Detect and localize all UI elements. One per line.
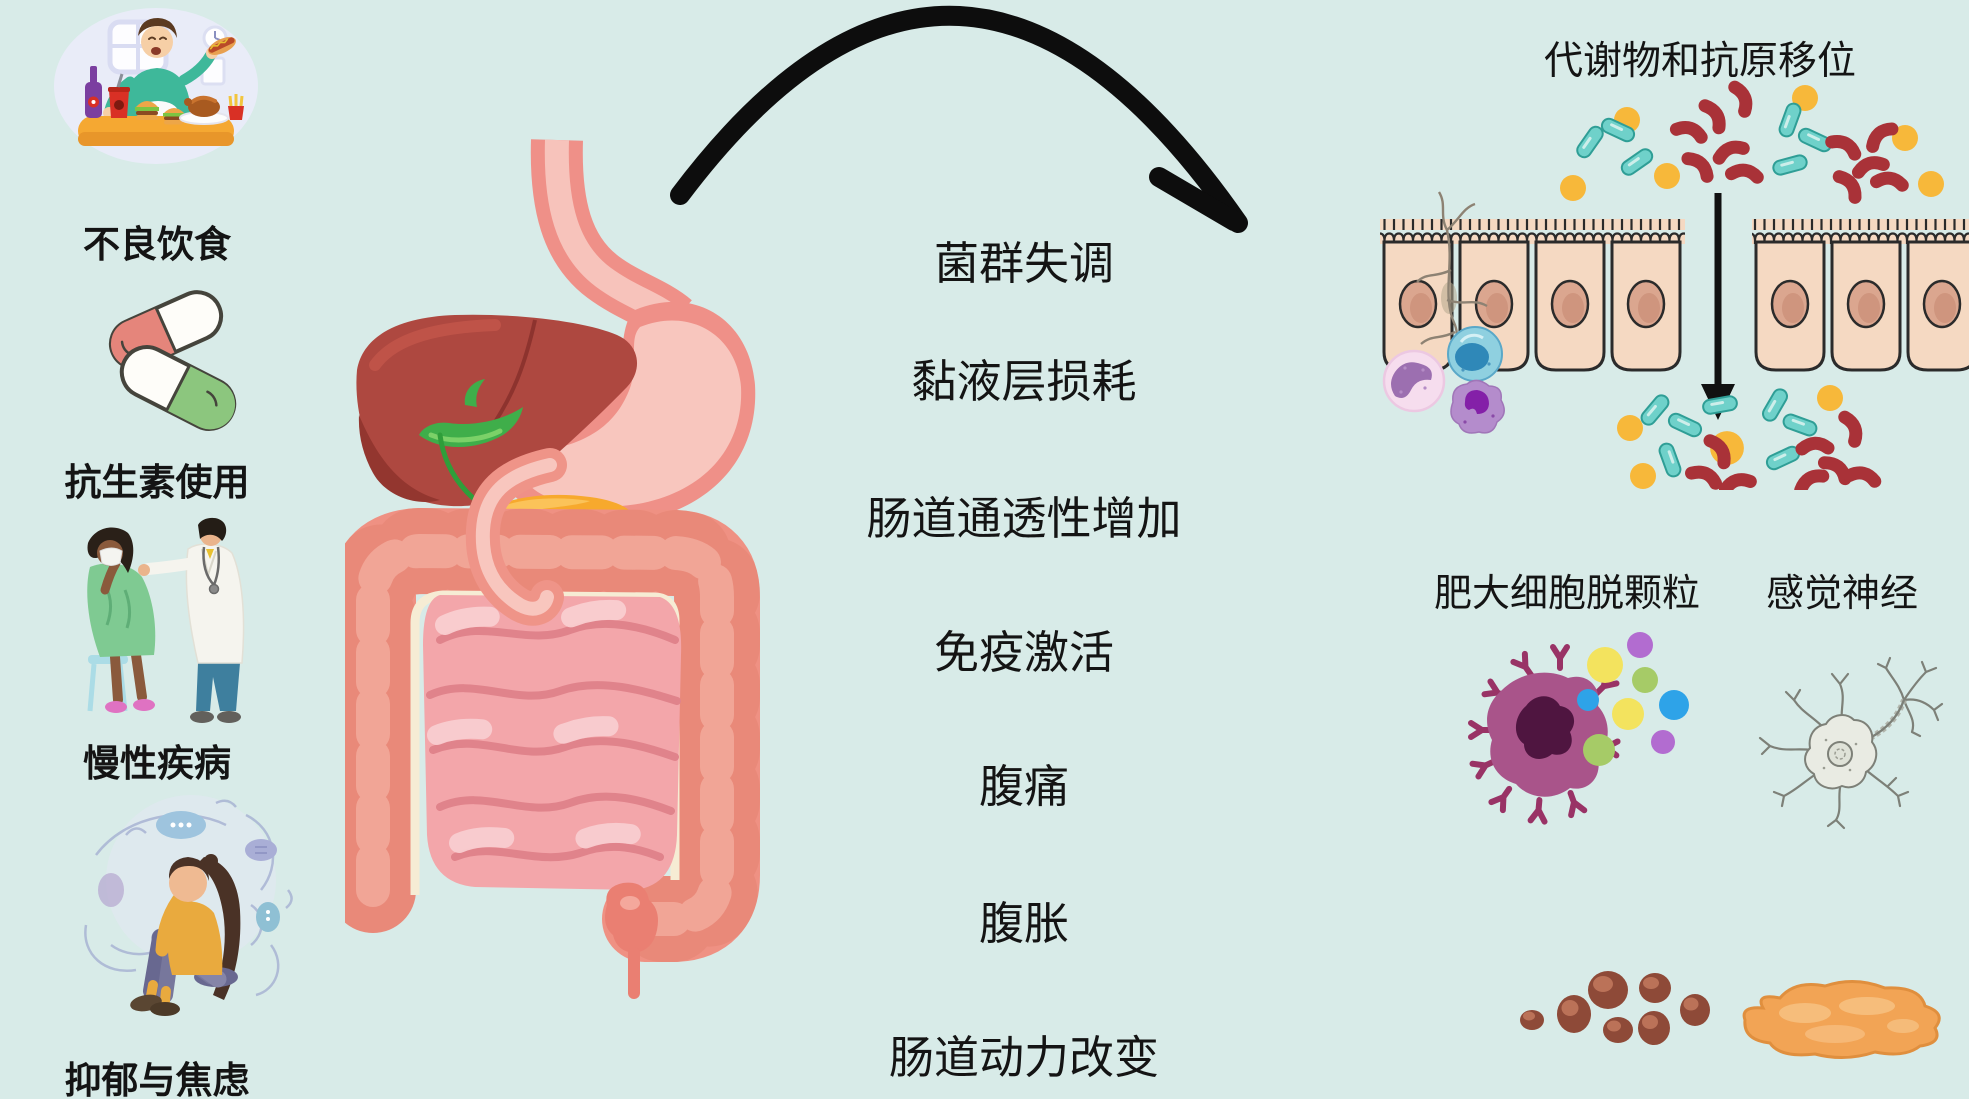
curved-arrow-icon bbox=[670, 5, 1248, 233]
step-abdominal-pain: 腹痛 bbox=[978, 761, 1069, 812]
doctor-patient-icon bbox=[87, 517, 245, 723]
digestive-tract-icon bbox=[345, 139, 760, 999]
anxious-person-icon bbox=[84, 795, 293, 1016]
cause-label-depression-anxiety: 抑郁与焦虑 bbox=[64, 1060, 250, 1099]
gut-epithelium-translocation-icon bbox=[1380, 80, 1969, 490]
neutrophil-icon bbox=[1382, 349, 1446, 413]
cause-label-poor-diet: 不良饮食 bbox=[83, 224, 231, 265]
mast-cell-label: 肥大细胞脱颗粒 bbox=[1433, 573, 1700, 615]
loose-stool-icon bbox=[1742, 980, 1941, 1059]
step-bloating: 腹胀 bbox=[978, 898, 1069, 949]
translocation-title: 代谢物和抗原移位 bbox=[1543, 40, 1856, 83]
overeating-person-icon bbox=[54, 8, 258, 164]
step-permeability: 肠道通透性增加 bbox=[866, 493, 1182, 544]
step-mucus-depletion: 黏液层损耗 bbox=[911, 356, 1137, 407]
sensory-neuron-icon bbox=[1758, 656, 1944, 830]
step-dysbiosis: 菌群失调 bbox=[933, 238, 1114, 289]
mast-cell-icon bbox=[1440, 632, 1689, 880]
cause-label-antibiotic-use: 抗生素使用 bbox=[64, 462, 250, 503]
macrophage-icon bbox=[1450, 379, 1505, 434]
step-immune-activation: 免疫激活 bbox=[933, 627, 1114, 678]
cause-label-chronic-disease: 慢性疾病 bbox=[83, 743, 231, 784]
step-altered-motility: 肠道动力改变 bbox=[888, 1032, 1159, 1083]
lymphocyte-icon bbox=[1447, 326, 1503, 382]
hard-stool-icon bbox=[1520, 971, 1710, 1045]
sensory-nerve-label: 感觉神经 bbox=[1765, 573, 1918, 615]
antibiotic-capsules-icon bbox=[108, 290, 237, 431]
